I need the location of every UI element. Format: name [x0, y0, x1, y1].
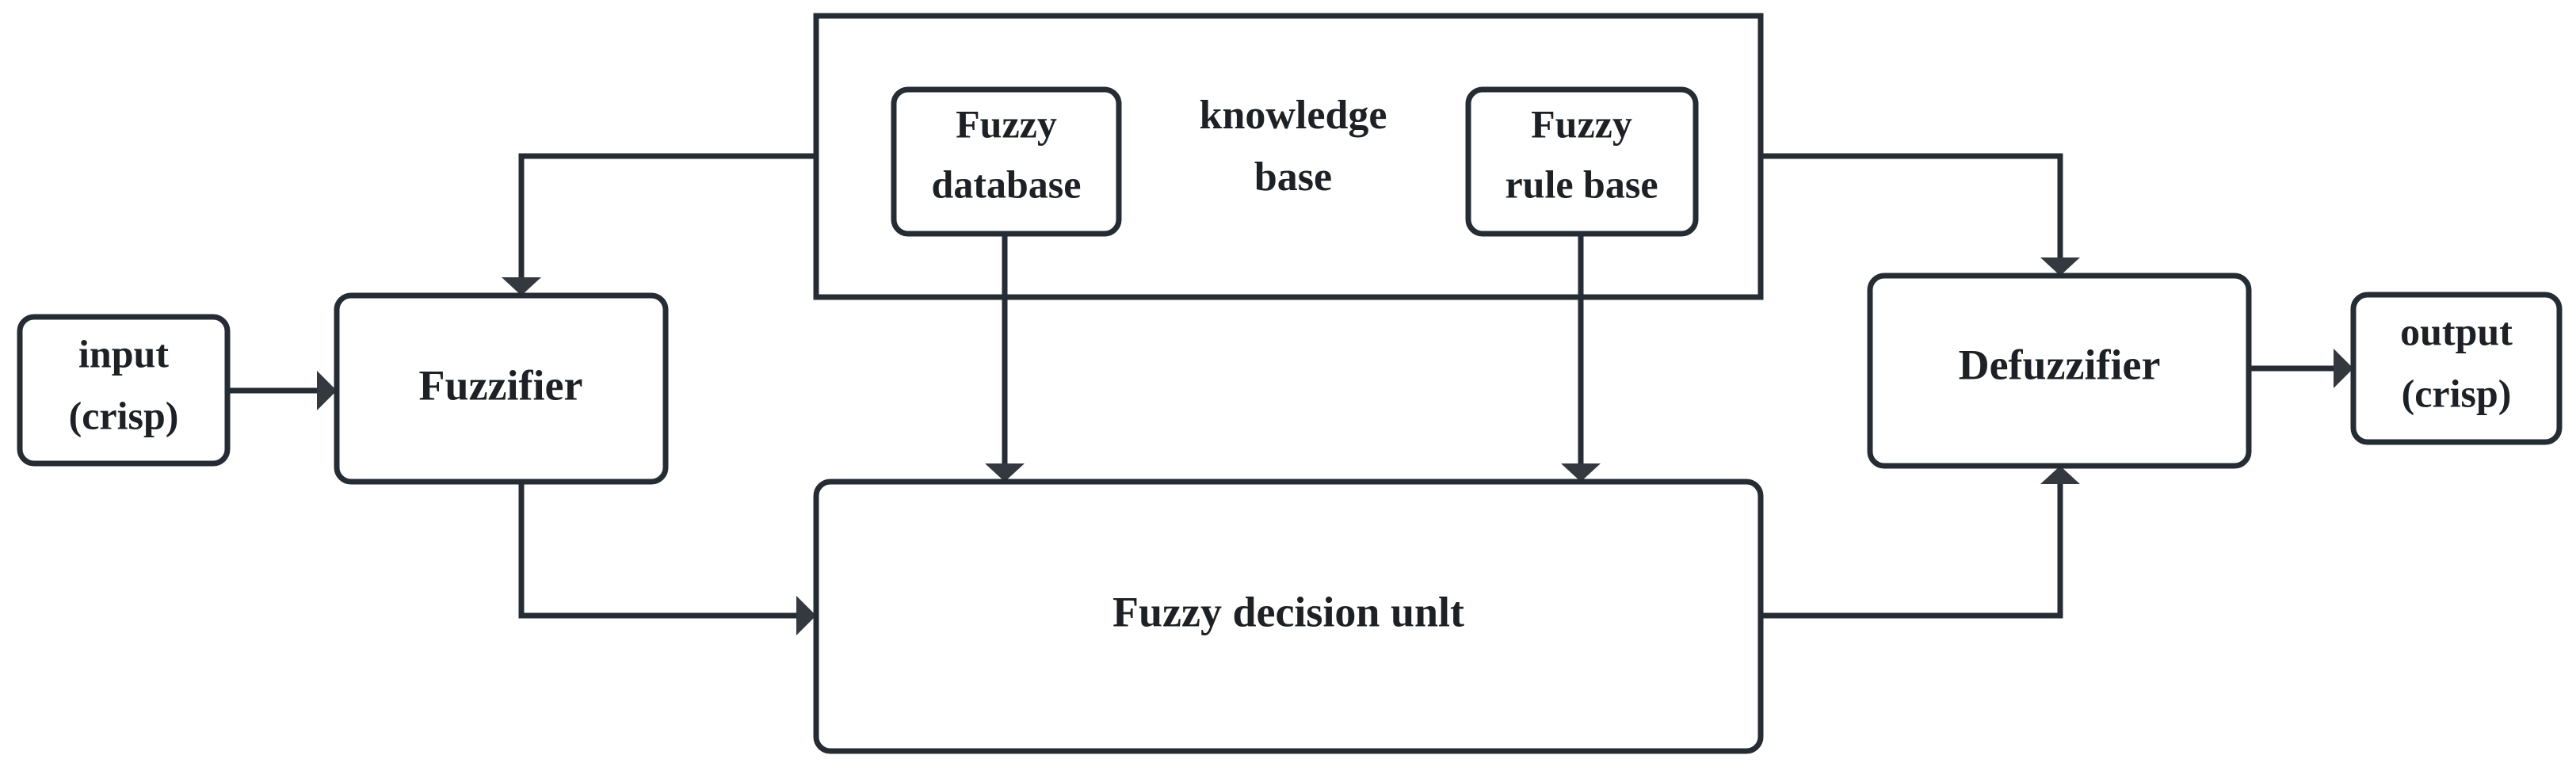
input-box: [17, 314, 231, 467]
output-label-line2: (crisp): [2402, 371, 2512, 415]
fuzzifier-label: Fuzzifier: [419, 361, 583, 409]
edge-defuzzifier-to-output: [2249, 349, 2353, 388]
defuzzifier-label: Defuzzifier: [1959, 341, 2161, 388]
output-box: [2350, 292, 2563, 445]
fuzzy-database-label-line2: database: [932, 162, 1082, 206]
fuzzifier-box: [334, 292, 669, 485]
fuzzy-database-box: [891, 86, 1122, 237]
fuzzy-rule-base-box: [1465, 86, 1699, 237]
edge-knowledgebase-to-defuzzifier: [1761, 153, 2080, 276]
node-fuzzy-rule-base[interactable]: Fuzzy rule base: [1465, 86, 1699, 237]
fuzzy-decision-unit-label: Fuzzy decision unlt: [1112, 588, 1464, 635]
node-fuzzifier[interactable]: Fuzzifier: [334, 292, 669, 485]
input-label-line1: input: [78, 331, 169, 376]
node-defuzzifier[interactable]: Defuzzifier: [1867, 273, 2252, 469]
knowledge-base-border: [813, 13, 1764, 300]
edge-input-to-fuzzifier: [227, 371, 337, 410]
input-label-line2: (crisp): [69, 393, 179, 437]
edge-fuzzy-rule-base-to-decision-unit: [1561, 234, 1601, 482]
edge-knowledgebase-to-fuzzifier: [502, 153, 816, 296]
fuzzy-rule-base-label-line1: Fuzzy: [1531, 101, 1632, 146]
node-output[interactable]: output (crisp): [2350, 292, 2563, 445]
fuzzy-decision-unit-box: [813, 479, 1764, 754]
edge-fuzzifier-to-decision-unit: [518, 482, 816, 635]
fuzzy-rule-base-label-line2: rule base: [1505, 162, 1658, 206]
knowledge-base-label-line1: knowledge: [1200, 93, 1387, 138]
edge-fuzzy-database-to-decision-unit: [985, 234, 1025, 482]
node-input[interactable]: input (crisp): [17, 314, 231, 467]
output-label-line1: output: [2400, 309, 2513, 353]
knowledge-base-group[interactable]: knowledge base: [813, 13, 1764, 300]
knowledge-base-label-line2: base: [1254, 154, 1332, 200]
node-fuzzy-database[interactable]: Fuzzy database: [891, 86, 1122, 237]
node-fuzzy-decision-unit[interactable]: Fuzzy decision unlt: [813, 479, 1764, 754]
edge-decision-unit-to-defuzzifier: [1761, 466, 2080, 619]
defuzzifier-box: [1867, 273, 2252, 469]
fuzzy-database-label-line1: Fuzzy: [956, 101, 1057, 146]
